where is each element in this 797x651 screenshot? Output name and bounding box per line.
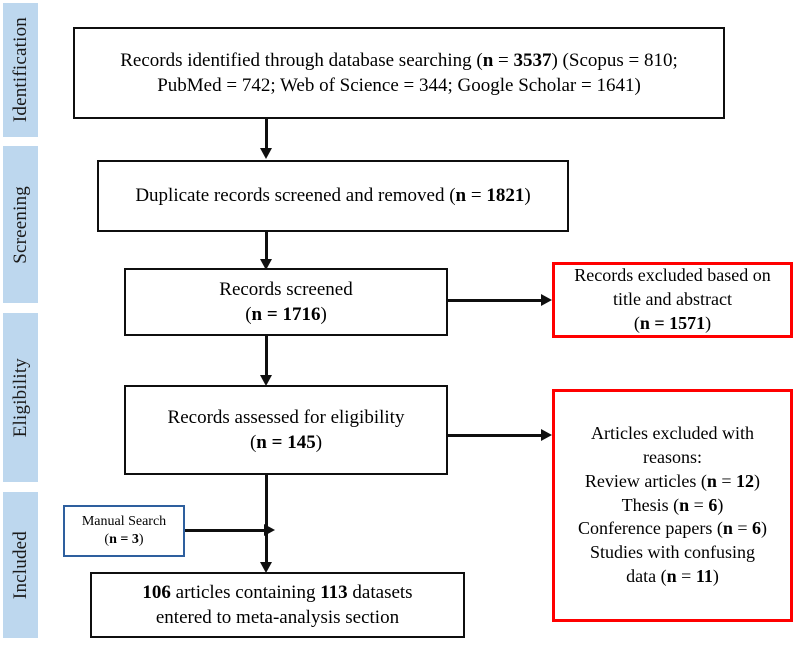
node-duplicate-records: Duplicate records screened and removed (… <box>97 160 569 232</box>
final-line1-b: datasets <box>347 581 413 603</box>
manual-search-line2-b: ) <box>138 532 144 547</box>
connector-screened-to-excluded <box>448 299 542 302</box>
node-records-screened: Records screened (n = 1716) <box>124 268 448 336</box>
node-records-identified: Records identified through database sear… <box>73 27 725 119</box>
manual-search-value: 3 <box>131 532 139 547</box>
stage-bar-eligibility: Eligibility <box>3 313 38 482</box>
arrowhead-manual-search-to-trunk <box>264 524 275 536</box>
excluded-reasons-conference-a: Conference papers ( <box>577 518 723 539</box>
connector-manual-search-to-trunk <box>185 529 265 532</box>
arrowhead-duplicates-to-screened <box>260 259 272 270</box>
screened-n: n <box>251 304 263 325</box>
stage-bar-identification: Identification <box>3 3 38 137</box>
duplicates-line1-a: Duplicate records screened and removed ( <box>135 185 456 207</box>
excluded-reasons-conference-n: n <box>722 518 733 539</box>
eligibility-line2-a: ( <box>249 432 257 453</box>
excluded-reasons-confusing-line: Studies with confusing <box>589 542 755 563</box>
duplicates-value: 1821 <box>486 185 525 207</box>
manual-search-line2-a: ( <box>104 532 110 547</box>
final-line1-a: articles containing <box>170 581 321 603</box>
node-manual-search: Manual Search (n = 3) <box>63 505 185 557</box>
excluded-reasons-conference-b: ) <box>761 518 768 539</box>
excluded-reasons-review-b: ) <box>754 470 761 491</box>
node-articles-excluded-with-reasons: Articles excluded with reasons: Review a… <box>552 389 793 622</box>
eligibility-n: n <box>256 432 267 453</box>
records-identified-line1-b: ) (Scopus = 810; <box>551 49 678 71</box>
stage-label-screening: Screening <box>9 185 31 264</box>
duplicates-n: n <box>455 185 467 207</box>
arrowhead-identified-to-duplicates <box>260 148 272 159</box>
records-identified-line1-a: Records identified through database sear… <box>120 49 483 71</box>
excluded-title-eq: = <box>649 312 670 333</box>
arrowhead-screened-to-excluded <box>541 294 552 306</box>
stage-label-eligibility: Eligibility <box>9 357 31 438</box>
node-records-excluded-title-abstract: Records excluded based on title and abst… <box>552 262 793 338</box>
eligibility-line2-b: ) <box>315 432 323 453</box>
stage-label-included: Included <box>9 530 31 600</box>
excluded-title-line2: title and abstract <box>613 289 732 310</box>
node-records-assessed-eligibility: Records assessed for eligibility (n = 14… <box>124 385 448 475</box>
excluded-title-line3-a: ( <box>633 312 640 333</box>
connector-eligibility-to-final <box>265 475 268 563</box>
arrowhead-screened-to-eligibility <box>260 375 272 386</box>
final-datasets-count: 113 <box>320 581 348 603</box>
manual-search-n: n <box>109 532 117 547</box>
node-final-included-studies: 106 articles containing 113 datasets ent… <box>90 572 465 638</box>
excluded-reasons-data-n: n <box>666 565 677 586</box>
excluded-reasons-thesis-b: ) <box>717 494 724 515</box>
excluded-reasons-review-n: n <box>706 470 717 491</box>
eligibility-line1: Records assessed for eligibility <box>167 406 405 428</box>
connector-screened-to-eligibility <box>265 336 268 376</box>
connector-duplicates-to-screened <box>265 232 268 260</box>
excluded-reasons-thesis-value: 6 <box>708 494 718 515</box>
stage-label-identification: Identification <box>9 17 31 123</box>
records-identified-line2: PubMed = 742; Web of Science = 344; Goog… <box>157 75 641 96</box>
excluded-reasons-line1: Articles excluded with <box>591 423 754 444</box>
excluded-title-value: 1571 <box>669 312 706 333</box>
excluded-reasons-conference-eq: = <box>732 518 753 539</box>
connector-identified-to-duplicates <box>265 119 268 149</box>
arrowhead-eligibility-to-final <box>260 562 272 573</box>
excluded-reasons-review-eq: = <box>716 470 737 491</box>
duplicates-eq: = <box>466 185 487 207</box>
records-identified-eq: = <box>493 49 514 71</box>
excluded-reasons-line2: reasons: <box>643 447 702 468</box>
excluded-title-line1: Records excluded based on <box>574 265 771 286</box>
eligibility-value: 145 <box>287 432 316 453</box>
excluded-reasons-data-value: 11 <box>695 565 713 586</box>
screened-line2-b: ) <box>320 304 327 325</box>
excluded-title-line3-b: ) <box>705 312 712 333</box>
final-line2: entered to meta-analysis section <box>155 607 400 628</box>
arrowhead-eligibility-to-excluded-reasons <box>541 429 552 441</box>
excluded-reasons-data-eq: = <box>676 565 696 586</box>
records-identified-value: 3537 <box>513 49 552 71</box>
excluded-reasons-review-value: 12 <box>736 470 755 491</box>
manual-search-line1: Manual Search <box>81 513 167 529</box>
screened-value: 1716 <box>282 304 321 325</box>
excluded-reasons-thesis-a: Thesis ( <box>621 494 680 515</box>
duplicates-line1-b: ) <box>524 185 531 207</box>
manual-search-eq: = <box>116 532 132 547</box>
excluded-reasons-conference-value: 6 <box>752 518 762 539</box>
screened-line2-a: ( <box>245 304 252 325</box>
excluded-reasons-data-b: ) <box>712 565 719 586</box>
screened-line1: Records screened <box>219 278 353 300</box>
stage-bar-screening: Screening <box>3 146 38 303</box>
connector-eligibility-to-excluded-reasons <box>448 434 542 437</box>
excluded-reasons-review-a: Review articles ( <box>584 470 707 491</box>
screened-eq: = <box>262 304 283 325</box>
excluded-reasons-thesis-eq: = <box>689 494 709 515</box>
final-articles-count: 106 <box>142 581 171 603</box>
excluded-title-n: n <box>639 312 650 333</box>
excluded-reasons-data-a: data ( <box>626 565 667 586</box>
records-identified-n: n <box>482 49 494 71</box>
excluded-reasons-thesis-n: n <box>679 494 690 515</box>
eligibility-eq: = <box>266 432 288 453</box>
stage-bar-included: Included <box>3 492 38 638</box>
